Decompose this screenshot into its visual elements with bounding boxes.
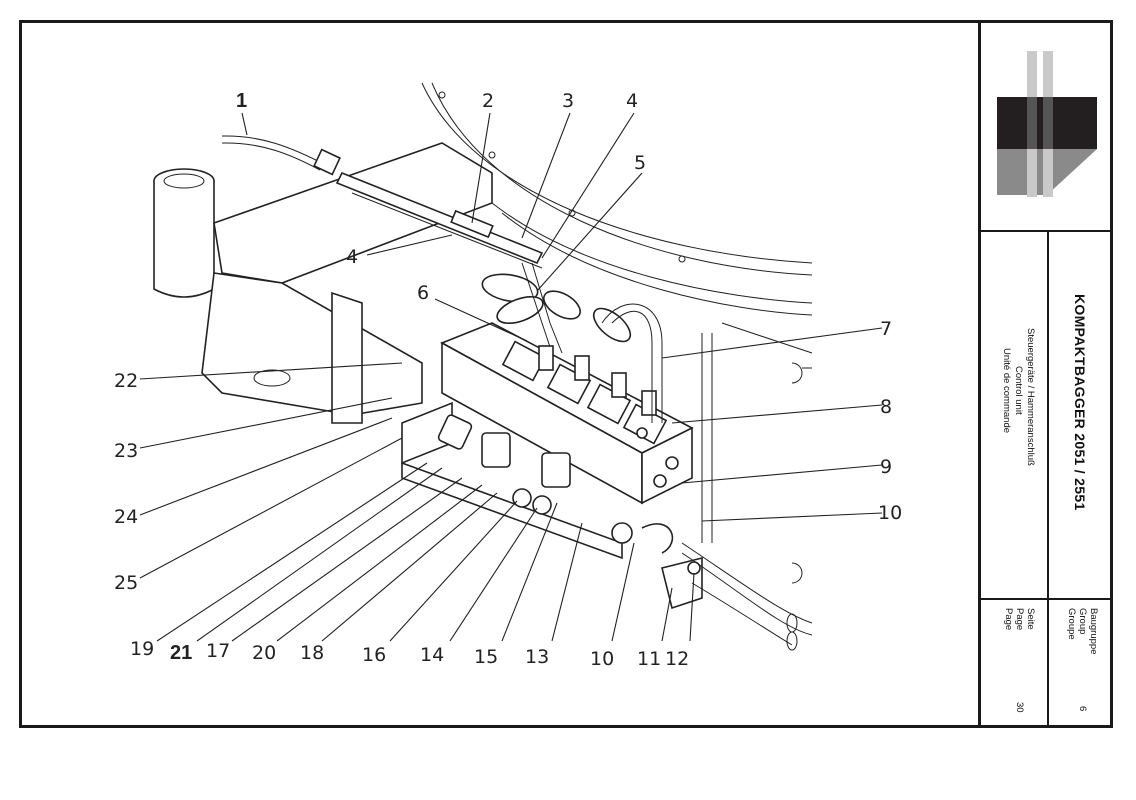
callout-labels: 1 2 3 4 5 4 6 7 8 9 10 22 23 24 25 19 21…	[114, 90, 902, 670]
logo-cell	[981, 23, 1113, 232]
callout-21: 21	[170, 642, 192, 664]
turntable-ring-2	[491, 202, 813, 304]
callout-10-bottom: 10	[590, 648, 614, 670]
turntable-ring-inner	[431, 82, 813, 276]
callout-20: 20	[252, 642, 276, 664]
callout-8: 8	[880, 396, 892, 418]
page-value: 30	[1014, 702, 1025, 713]
model-title: KOMPAKTBAGGER 2051 / 2551	[1072, 294, 1088, 511]
exploded-diagram: 1 2 3 4 5 4 6 7 8 9 10 22 23 24 25 19 21…	[22, 23, 978, 725]
valve-spools	[501, 340, 668, 445]
group-value: 6	[1077, 706, 1088, 712]
meta-cell: Baugruppe Group Groupe 6 Seite Page Page…	[981, 598, 1113, 725]
turntable-ring-3	[501, 212, 813, 316]
callout-10-right: 10	[878, 502, 902, 524]
manufacturer-logo-icon	[997, 51, 1097, 197]
callout-25: 25	[114, 572, 138, 594]
subtitle-english: Control unit	[1013, 366, 1024, 415]
control-unit-illustration: 1 2 3 4 5 4 6 7 8 9 10 22 23 24 25 19 21…	[114, 82, 902, 670]
return-pipe	[401, 461, 623, 560]
callout-9: 9	[880, 456, 892, 478]
title-block: KOMPAKTBAGGER 2051 / 2551 Steuergeräte /…	[978, 23, 1113, 725]
group-label-fr: Groupe	[1066, 608, 1077, 640]
callout-2: 2	[482, 90, 494, 112]
hose-1	[221, 135, 323, 164]
page-label-en: Page	[1014, 608, 1025, 631]
subtitle-german: Steuergeräte / Hammeranschluß	[1025, 328, 1036, 466]
callout-7: 7	[880, 318, 892, 340]
callout-23: 23	[114, 440, 138, 462]
boom-arm	[213, 142, 493, 284]
callout-22: 22	[114, 370, 138, 392]
callout-14: 14	[420, 644, 444, 666]
hammer-coupling-2	[541, 452, 571, 488]
mount-plate	[201, 272, 423, 416]
callout-13: 13	[525, 646, 549, 668]
callout-4-top: 4	[626, 90, 638, 112]
lever-paddle-3	[592, 307, 632, 343]
callout-4-left: 4	[346, 246, 358, 268]
callout-5: 5	[634, 152, 646, 174]
callout-12: 12	[665, 648, 689, 670]
callout-1: 1	[236, 90, 247, 112]
subtitle-french: Unité de commande	[1001, 348, 1012, 434]
page-label-de: Seite	[1025, 608, 1036, 630]
page-label-fr: Page	[1003, 608, 1014, 631]
callout-19: 19	[130, 638, 154, 660]
group-label-en: Group	[1077, 608, 1088, 635]
group-label-de: Baugruppe	[1088, 608, 1099, 655]
callout-3: 3	[562, 90, 574, 112]
pivot-tube	[153, 181, 215, 298]
hammer-coupling-1	[481, 432, 511, 468]
callout-18: 18	[300, 642, 324, 664]
callout-15: 15	[474, 646, 498, 668]
callout-11: 11	[637, 648, 661, 670]
lever-paddle-2	[543, 290, 581, 320]
callout-16: 16	[362, 644, 386, 666]
lever-paddle-1	[481, 273, 539, 303]
callout-24: 24	[114, 506, 138, 528]
drawing-sheet: 1 2 3 4 5 4 6 7 8 9 10 22 23 24 25 19 21…	[19, 20, 1113, 728]
leader-lines	[139, 112, 883, 642]
callout-17: 17	[206, 640, 230, 662]
title-divider	[1047, 230, 1049, 725]
callout-6: 6	[417, 282, 429, 304]
